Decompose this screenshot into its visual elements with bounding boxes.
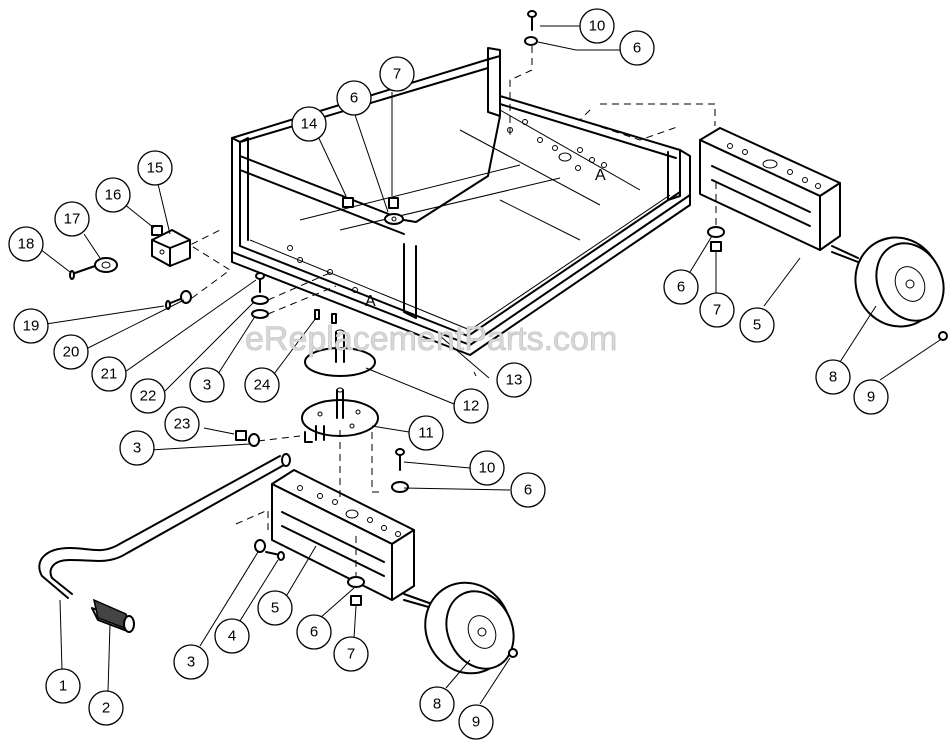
svg-text:18: 18 xyxy=(18,236,35,253)
svg-text:19: 19 xyxy=(23,318,40,335)
rear-wheel xyxy=(854,236,945,328)
callout-15: 15 xyxy=(137,150,173,186)
rear-wheel-nut xyxy=(938,331,948,341)
front-wheel xyxy=(424,581,515,675)
caster-plate-upper xyxy=(304,329,376,377)
callout-22: 22 xyxy=(130,378,166,414)
handle-grip xyxy=(91,598,135,633)
callout-17: 17 xyxy=(54,201,90,237)
callout-9-front: 9 xyxy=(458,704,494,740)
svg-text:6: 6 xyxy=(310,624,318,641)
watermark: eReplacementParts.com xyxy=(245,320,617,358)
front-axle-bracket xyxy=(271,469,433,609)
callout-13: 13 xyxy=(496,362,532,398)
frame-marker-a-right: A xyxy=(595,167,606,184)
svg-text:9: 9 xyxy=(472,714,480,731)
svg-text:20: 20 xyxy=(63,344,80,361)
handle xyxy=(38,453,291,599)
svg-text:10: 10 xyxy=(479,460,496,477)
callout-7-frame: 7 xyxy=(379,56,415,92)
svg-text:6: 6 xyxy=(677,279,685,296)
callout-18: 18 xyxy=(8,226,44,262)
callout-3-lower: 3 xyxy=(173,644,209,680)
caster-plate-lower xyxy=(301,387,379,443)
callout-7-rear: 7 xyxy=(699,292,735,328)
svg-text:24: 24 xyxy=(254,377,271,394)
callout-10-top: 10 xyxy=(579,8,615,44)
frame-marker-a-left: A xyxy=(365,293,376,310)
callout-2: 2 xyxy=(88,690,124,726)
rear-axle-bracket xyxy=(699,127,859,263)
svg-text:8: 8 xyxy=(829,369,837,386)
callout-7-front: 7 xyxy=(333,636,369,672)
callout-11: 11 xyxy=(408,415,444,451)
svg-text:15: 15 xyxy=(147,160,164,177)
callout-24: 24 xyxy=(244,367,280,403)
svg-text:6: 6 xyxy=(350,90,358,107)
callout-3-middle: 3 xyxy=(119,430,155,466)
svg-text:5: 5 xyxy=(753,317,761,334)
svg-text:6: 6 xyxy=(524,482,532,499)
callout-8-rear: 8 xyxy=(815,359,851,395)
svg-text:3: 3 xyxy=(187,654,195,671)
svg-text:17: 17 xyxy=(64,211,81,228)
svg-text:14: 14 xyxy=(301,116,318,133)
callout-3-upper: 3 xyxy=(189,367,225,403)
callout-5-rear: 5 xyxy=(739,307,775,343)
leader-lines xyxy=(39,25,941,705)
callout-14: 14 xyxy=(291,106,327,142)
callout-10-lower: 10 xyxy=(469,450,505,486)
callout-16: 16 xyxy=(95,177,131,213)
svg-text:7: 7 xyxy=(347,646,355,663)
svg-text:21: 21 xyxy=(101,366,118,383)
svg-text:7: 7 xyxy=(393,66,401,83)
callout-19: 19 xyxy=(13,308,49,344)
callout-20: 20 xyxy=(53,334,89,370)
svg-text:11: 11 xyxy=(418,425,434,442)
callout-5-front: 5 xyxy=(257,590,293,626)
svg-text:3: 3 xyxy=(133,440,141,457)
callout-1: 1 xyxy=(45,668,81,704)
callout-6-rear: 6 xyxy=(663,269,699,305)
svg-text:9: 9 xyxy=(867,389,875,406)
svg-text:2: 2 xyxy=(102,700,110,717)
callout-6-lower: 6 xyxy=(510,472,546,508)
svg-text:5: 5 xyxy=(271,600,279,617)
svg-text:16: 16 xyxy=(105,187,122,204)
svg-text:1: 1 xyxy=(59,678,67,695)
callout-12: 12 xyxy=(453,388,489,424)
svg-text:13: 13 xyxy=(506,372,523,389)
svg-text:23: 23 xyxy=(174,416,191,433)
callout-6-top: 6 xyxy=(619,30,655,66)
svg-text:12: 12 xyxy=(463,398,480,415)
main-frame: A A xyxy=(231,47,691,356)
callout-6-front: 6 xyxy=(296,614,332,650)
callout-4: 4 xyxy=(214,618,250,654)
hardware xyxy=(69,10,725,606)
svg-text:22: 22 xyxy=(140,388,157,405)
callout-9-rear: 9 xyxy=(853,379,889,415)
callout-23: 23 xyxy=(164,406,200,442)
front-wheel-nut xyxy=(508,648,518,658)
svg-text:6: 6 xyxy=(633,40,641,57)
svg-text:3: 3 xyxy=(203,377,211,394)
callout-6-frame: 6 xyxy=(336,80,372,116)
svg-text:7: 7 xyxy=(713,302,721,319)
svg-text:10: 10 xyxy=(589,18,606,35)
callout-8-front: 8 xyxy=(419,686,455,722)
callout-21: 21 xyxy=(91,356,127,392)
svg-text:4: 4 xyxy=(228,628,236,645)
svg-text:8: 8 xyxy=(433,696,441,713)
